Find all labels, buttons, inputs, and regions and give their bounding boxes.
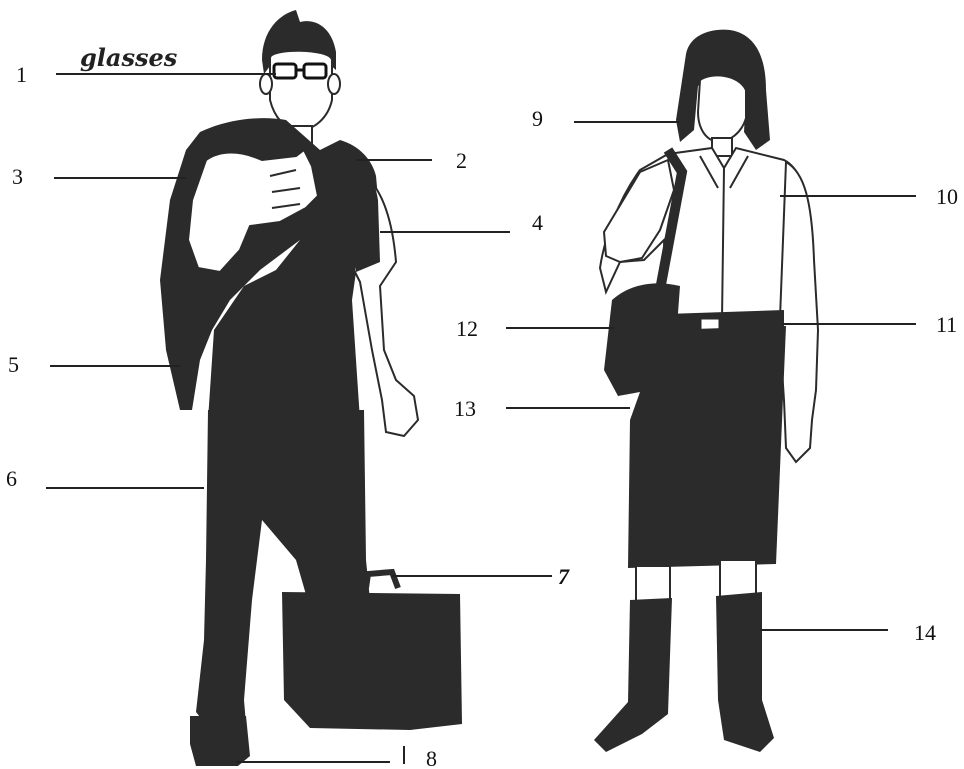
label-13: 13 <box>454 396 476 421</box>
label-7: 7 <box>558 564 570 589</box>
label-1: 1 <box>16 62 27 87</box>
briefcase-icon <box>282 572 462 730</box>
woman-figure <box>594 30 818 752</box>
label-6: 6 <box>6 466 17 491</box>
label-5: 5 <box>8 352 19 377</box>
label-glasses: glasses <box>80 43 178 72</box>
man-figure <box>160 10 462 766</box>
label-8: 8 <box>426 746 437 769</box>
label-11: 11 <box>936 312 957 337</box>
label-10: 10 <box>936 184 958 209</box>
label-14: 14 <box>914 620 936 645</box>
label-9: 9 <box>532 106 543 131</box>
label-3: 3 <box>12 164 23 189</box>
labels: 1 glasses 2 3 4 5 6 7 8 9 10 11 12 13 14 <box>6 43 958 769</box>
label-2: 2 <box>456 148 467 173</box>
label-4: 4 <box>532 210 543 235</box>
boots-icon <box>594 592 774 752</box>
label-12: 12 <box>456 316 478 341</box>
